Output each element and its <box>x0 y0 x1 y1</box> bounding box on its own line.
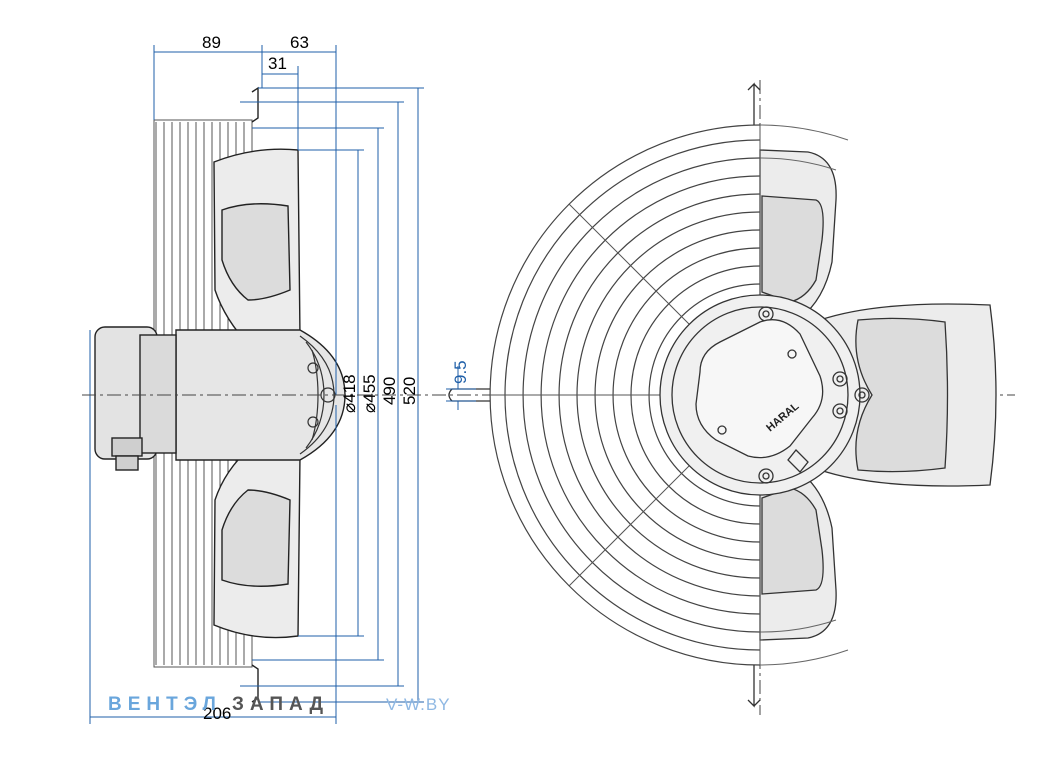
side-dimension-lines <box>89 45 424 724</box>
top-bracket <box>251 86 259 123</box>
dim-490: 490 <box>380 377 399 405</box>
watermark: ВЕНТЭЛ ЗАПАД V-W.BY <box>108 694 451 715</box>
dim-520: 520 <box>400 377 419 405</box>
hub-inner <box>671 306 849 484</box>
dim-418: ⌀418 <box>340 374 359 413</box>
guard-spokes <box>490 125 761 665</box>
upper-blade-pocket <box>221 203 291 301</box>
hub-screws <box>758 306 870 484</box>
cable-gland-front <box>787 449 809 473</box>
bottom-leg <box>747 665 761 708</box>
bottom-bracket <box>251 664 259 703</box>
mount-hole-dimension <box>446 366 476 410</box>
dim-89: 89 <box>202 33 221 52</box>
front-view <box>448 82 997 708</box>
watermark-part2: ЗАПАД <box>232 694 329 715</box>
dim-63: 63 <box>290 33 309 52</box>
cable-gland <box>111 437 143 471</box>
dim-31: 31 <box>268 54 287 73</box>
dim-455: ⌀455 <box>360 374 379 413</box>
guard-rings-right <box>759 124 849 666</box>
watermark-part1: ВЕНТЭЛ <box>108 694 222 715</box>
terminal-box-front <box>695 319 824 459</box>
lower-blade-pocket <box>221 489 291 587</box>
watermark-url: V-W.BY <box>386 695 451 714</box>
top-leg <box>747 82 761 125</box>
dim-9-5: 9.5 <box>451 360 470 384</box>
dim-206: 206 <box>203 704 231 723</box>
blade-right-pocket <box>855 317 949 473</box>
